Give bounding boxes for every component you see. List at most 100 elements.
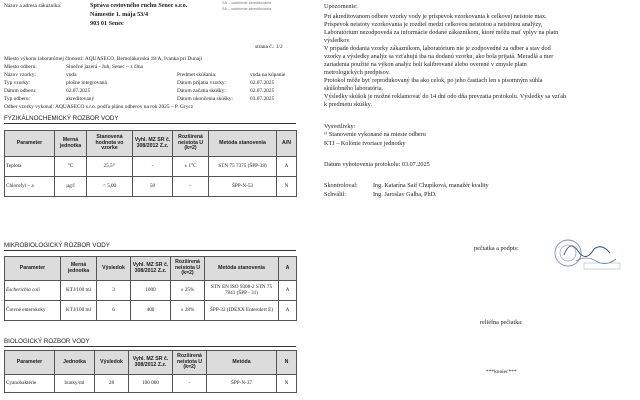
received-date: 02.07.2025 (250, 80, 275, 86)
phys-chem-table: Parameter Merná jednotka Stanovená hodno… (4, 130, 297, 197)
legend-line: ¹⁾ Stanovenie vykonané na mieste odberu (324, 131, 426, 138)
column-header: Výsledok (96, 256, 131, 281)
sampling-type: akreditovaný (66, 96, 95, 102)
sample-name-label: Názov vzorky: (4, 72, 36, 78)
table-cell: Teplota (4, 156, 55, 177)
protocol-date: Dátum vyhotovenia protokolu: 03.07.2025 (324, 161, 430, 168)
lab-place: Miesto výkonu laboratórnej činnosti: AQU… (4, 56, 203, 62)
notice-line: výsledkov. (324, 37, 351, 44)
table-cell: bunky/ml (54, 374, 95, 393)
table-cell: Chlorofyl – a (4, 176, 55, 197)
table-row: Chlorofyl – a µg/l < 5,00 50 - ŠPP-N-53 … (4, 176, 297, 197)
bio-table: Parameter Jednotka Výsledok Vyhl. MZ SR … (4, 350, 297, 393)
notice-line: Príspevok neistoty vzorkovania je rozdie… (324, 21, 543, 28)
column-header: Stanovená hodnota vo vzorke (86, 130, 133, 157)
column-header: Výsledok (94, 350, 129, 375)
client-label: Názov a adresa zákazníka: (4, 3, 62, 9)
recipient-stamp-label: reliéfna pečiatka: (480, 319, 523, 326)
client-city: 903 01 Senec (90, 20, 124, 27)
checked-label: Skontroloval: (324, 182, 358, 189)
legend-line: KTJ – Kolónie tvoriace jednotky (324, 140, 406, 147)
accreditation-note: SA – oddelenie akreditovania (222, 7, 272, 11)
sampling-place-label: Miesto odberu: (4, 64, 37, 70)
test-start-label: Dátum začatia skúšky: (177, 88, 226, 94)
sample-type-label: Typ vzorky: (4, 80, 31, 86)
divider (4, 123, 296, 124)
table-cell: Cyanobaktérie (4, 374, 55, 393)
column-header: Parameter (4, 130, 55, 157)
protocol-page-1: Názov a adresa zákazníka: Správa cestovn… (4, 1, 297, 393)
bio-title: BIOLOGICKÝ ROZBOR VODY (4, 338, 90, 345)
client-name: Správa cestovného ruchu Senec s.r.o. (90, 2, 188, 9)
table-row: Cyanobaktérie bunky/ml 28 100 000 - ŠPP-… (4, 374, 297, 393)
divider (4, 250, 296, 251)
column-header: Merná jednotka (60, 256, 97, 281)
table-row: Črevné enterokoky KTJ/100 ml 6 400 ± 28%… (4, 300, 297, 321)
notice-line: vzorky a výsledky analýz sa vzťahujú iba… (324, 53, 554, 60)
table-row: Teplota °C 25,5¹⁾ - ± 1°C STN 75 7375 (Š… (4, 156, 297, 177)
notice-line: Laboratórium nezodpovedá za informácie d… (324, 29, 559, 36)
subject-label: Predmet skúšania: (177, 72, 217, 78)
client-street: Námestie 1. mája 53/4 (90, 11, 149, 18)
column-header: Rozšírená neistota U (k=2) (170, 256, 205, 281)
table-cell: N (276, 374, 297, 393)
table-cell: 25,5¹⁾ (86, 156, 133, 177)
table-cell: A (278, 280, 297, 301)
approved-by: Ing. Jaroslav Galba, PhD. (373, 191, 437, 198)
table-cell: ± 1°C (172, 156, 209, 177)
table-cell: KTJ/100 ml (60, 300, 97, 321)
column-header: Vyhl. MZ SR č. 308/2012 Z.z. (130, 256, 171, 281)
signature-icon (563, 245, 611, 257)
table-cell: STN 75 7375 (ŠPP-38) (208, 156, 277, 177)
table-cell: < 5,00 (86, 176, 133, 197)
table-cell: 3 (96, 280, 131, 301)
test-end-label: Dátum ukončenia skúšky: (177, 96, 233, 102)
sampling-place: Slnečné jazerá - Juh, Senec – z člna (66, 64, 143, 70)
notice-line: metrologických predpisov. (324, 69, 390, 76)
table-cell: 100 000 (128, 374, 173, 393)
divider (4, 346, 296, 347)
column-header: Metóda (206, 350, 277, 375)
table-cell: STN EN ISO 9308-2 STN 75 7841 (ŠPP - 31) (204, 280, 279, 301)
table-header-row: Parameter Merná jednotka Výsledok Vyhl. … (4, 256, 297, 281)
sampler: Odber vzorky vykonal: AQUASECO s.r.o. po… (4, 104, 194, 110)
table-cell: °C (54, 156, 87, 177)
received-label: Dátum prijatia vzorky: (177, 80, 227, 86)
column-header: Rozšírená neistota U (k=2) (172, 350, 207, 375)
table-cell: 1000 (130, 280, 171, 301)
notice-line: zariadenia použité na výkon analýz boli … (324, 61, 527, 68)
notice-line: Pri akreditovanom odbere vzorky vody je … (324, 13, 547, 20)
sample-name: voda (66, 72, 77, 78)
protocol-page-2: Upozornenie: Pri akreditovanom odbere vz… (320, 0, 640, 400)
column-header: Parameter (4, 350, 55, 375)
table-cell: - (172, 374, 207, 393)
sampling-date-label: Dátum odberu: (4, 88, 37, 94)
table-cell: A (276, 156, 297, 177)
end-mark: ***koniec*** (486, 369, 517, 375)
column-header: A/N (276, 130, 297, 157)
table-cell: 50 (132, 176, 173, 197)
table-cell: Črevné enterokoky (4, 300, 61, 321)
table-header-row: Parameter Jednotka Výsledok Vyhl. MZ SR … (4, 350, 297, 375)
micro-table: Parameter Merná jednotka Výsledok Vyhl. … (4, 256, 297, 321)
round-stamp-icon (554, 239, 582, 267)
page-number: strana č.: 1/2 (255, 44, 283, 50)
column-header: Metóda stanovenia (208, 130, 277, 157)
column-header: Jednotka (54, 350, 95, 375)
notice-line: V prípade dodania vzorky zákazníkom, lab… (324, 45, 551, 52)
table-header-row: Parameter Merná jednotka Stanovená hodno… (4, 130, 297, 157)
signature-stamp (554, 239, 621, 270)
sampling-date: 02.07.2025 (66, 88, 91, 94)
approved-label: Schválil: (324, 191, 346, 198)
table-cell: - (132, 156, 173, 177)
table-cell: 28 (94, 374, 129, 393)
test-end-date: 03.07.2025 (250, 96, 275, 102)
column-header: Parameter (4, 256, 61, 281)
table-cell: - (172, 176, 209, 197)
table-cell: Escherichia coli (4, 280, 61, 301)
checked-by: Ing. Katarína Saif Chupíková, manažér kv… (373, 182, 489, 189)
table-row: Escherichia coli KTJ/100 ml 3 1000 ± 25%… (4, 280, 297, 301)
legend-title: Vysvetlivky: (324, 123, 356, 130)
column-header: A (278, 256, 297, 281)
sample-type: plošne integrovaná (66, 80, 107, 86)
